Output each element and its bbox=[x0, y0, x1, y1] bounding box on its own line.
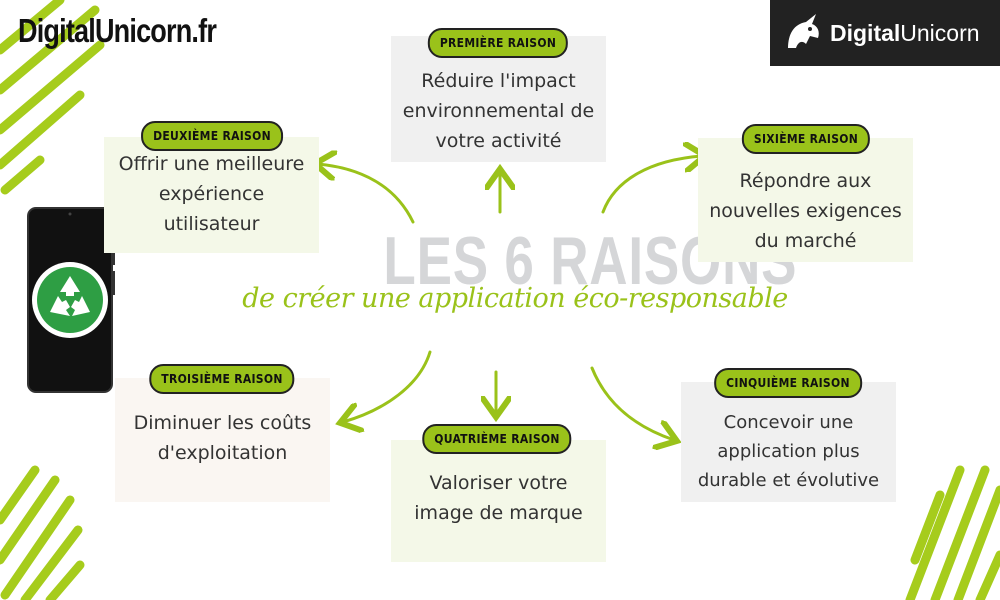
reason-badge-1: PREMIÈRE RAISON bbox=[427, 28, 569, 58]
reason-badge-5: CINQUIÈME RAISON bbox=[714, 368, 862, 398]
reason-card-2: Offrir une meilleure expérience utilisat… bbox=[104, 137, 319, 253]
arrow-to-reason-5 bbox=[590, 366, 674, 440]
logo-text: DigitalUnicorn bbox=[830, 19, 980, 46]
scribble-bottom-left bbox=[0, 465, 85, 600]
brand-logo: DigitalUnicorn bbox=[770, 0, 1000, 66]
reason-text: Répondre aux nouvelles exigences du marc… bbox=[709, 170, 902, 252]
reason-text: Réduire l'impact environnemental de votr… bbox=[402, 70, 595, 152]
reason-badge-3: TROISIÈME RAISON bbox=[149, 364, 295, 394]
reason-badge-6: SIXIÈME RAISON bbox=[741, 124, 871, 154]
scribble-top-left bbox=[0, 0, 105, 195]
arrow-to-reason-2 bbox=[318, 164, 415, 224]
reason-text: Offrir une meilleure expérience utilisat… bbox=[118, 153, 305, 235]
reason-badge-2: DEUXIÈME RAISON bbox=[141, 121, 283, 151]
reason-card-6: Répondre aux nouvelles exigences du marc… bbox=[698, 138, 913, 262]
arrow-to-reason-6 bbox=[601, 156, 702, 214]
phone-icon bbox=[27, 207, 115, 393]
reason-card-5: Concevoir une application plus durable e… bbox=[681, 382, 896, 502]
scribble-bottom-right bbox=[905, 465, 1000, 600]
site-title: DigitalUnicorn.fr bbox=[18, 12, 217, 49]
arrow-to-reason-3 bbox=[343, 350, 432, 422]
reason-card-3: Diminuer les coûts d'exploitation bbox=[115, 378, 330, 502]
subtitle: de créer une application éco-responsable bbox=[242, 283, 788, 314]
reason-badge-4: QUATRIÈME RAISON bbox=[422, 424, 572, 454]
reason-text: Valoriser votre image de marque bbox=[414, 472, 583, 524]
reason-card-4: Valoriser votre image de marque bbox=[391, 440, 606, 562]
reason-text: Concevoir une application plus durable e… bbox=[697, 412, 880, 491]
reason-text: Diminuer les coûts d'exploitation bbox=[133, 412, 312, 464]
recycle-icon bbox=[32, 262, 108, 338]
unicorn-logo-icon bbox=[788, 14, 819, 48]
